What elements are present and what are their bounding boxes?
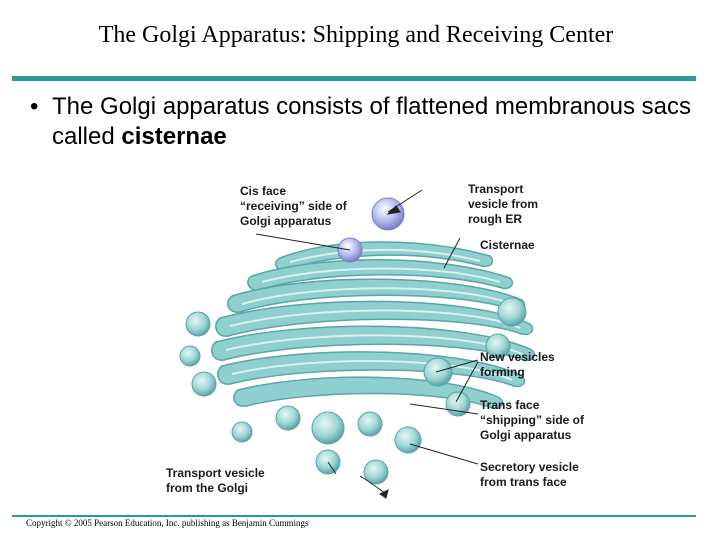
bullet-point: • The Golgi apparatus consists of flatte… [30,92,700,152]
label-cis-face: Cis face “receiving” side of Golgi appar… [240,184,347,228]
label-secretory-vesicle: Secretory vesicle from trans face [480,460,579,489]
label-transport-vesicle-er: Transport vesicle from rough ER [468,182,539,226]
bullet-text-prefix: The Golgi apparatus consists of flattene… [52,93,691,150]
golgi-illustration [179,189,536,499]
label-cisternae: Cisternae [480,238,535,252]
cisternae-highlights [225,248,523,381]
label-transport-vesicle-golgi: Transport vesicle from the Golgi [166,466,265,495]
cisternae-stack [211,241,536,410]
bullet-dot: • [30,93,39,120]
footer-divider [12,515,696,517]
golgi-diagram: Cis face “receiving” side of Golgi appar… [160,176,600,508]
title-divider [12,76,696,81]
slide-title: The Golgi Apparatus: Shipping and Receiv… [98,22,614,48]
vesicles [179,197,527,485]
bullet-text: The Golgi apparatus consists of flattene… [30,92,700,152]
label-new-vesicles: New vesicles forming [480,350,555,379]
copyright-notice: Copyright © 2005 Pearson Education, Inc.… [26,518,309,528]
bullet-term: cisternae [121,123,227,150]
label-trans-face: Trans face “shipping” side of Golgi appa… [480,398,584,442]
label-leaders [255,189,479,499]
